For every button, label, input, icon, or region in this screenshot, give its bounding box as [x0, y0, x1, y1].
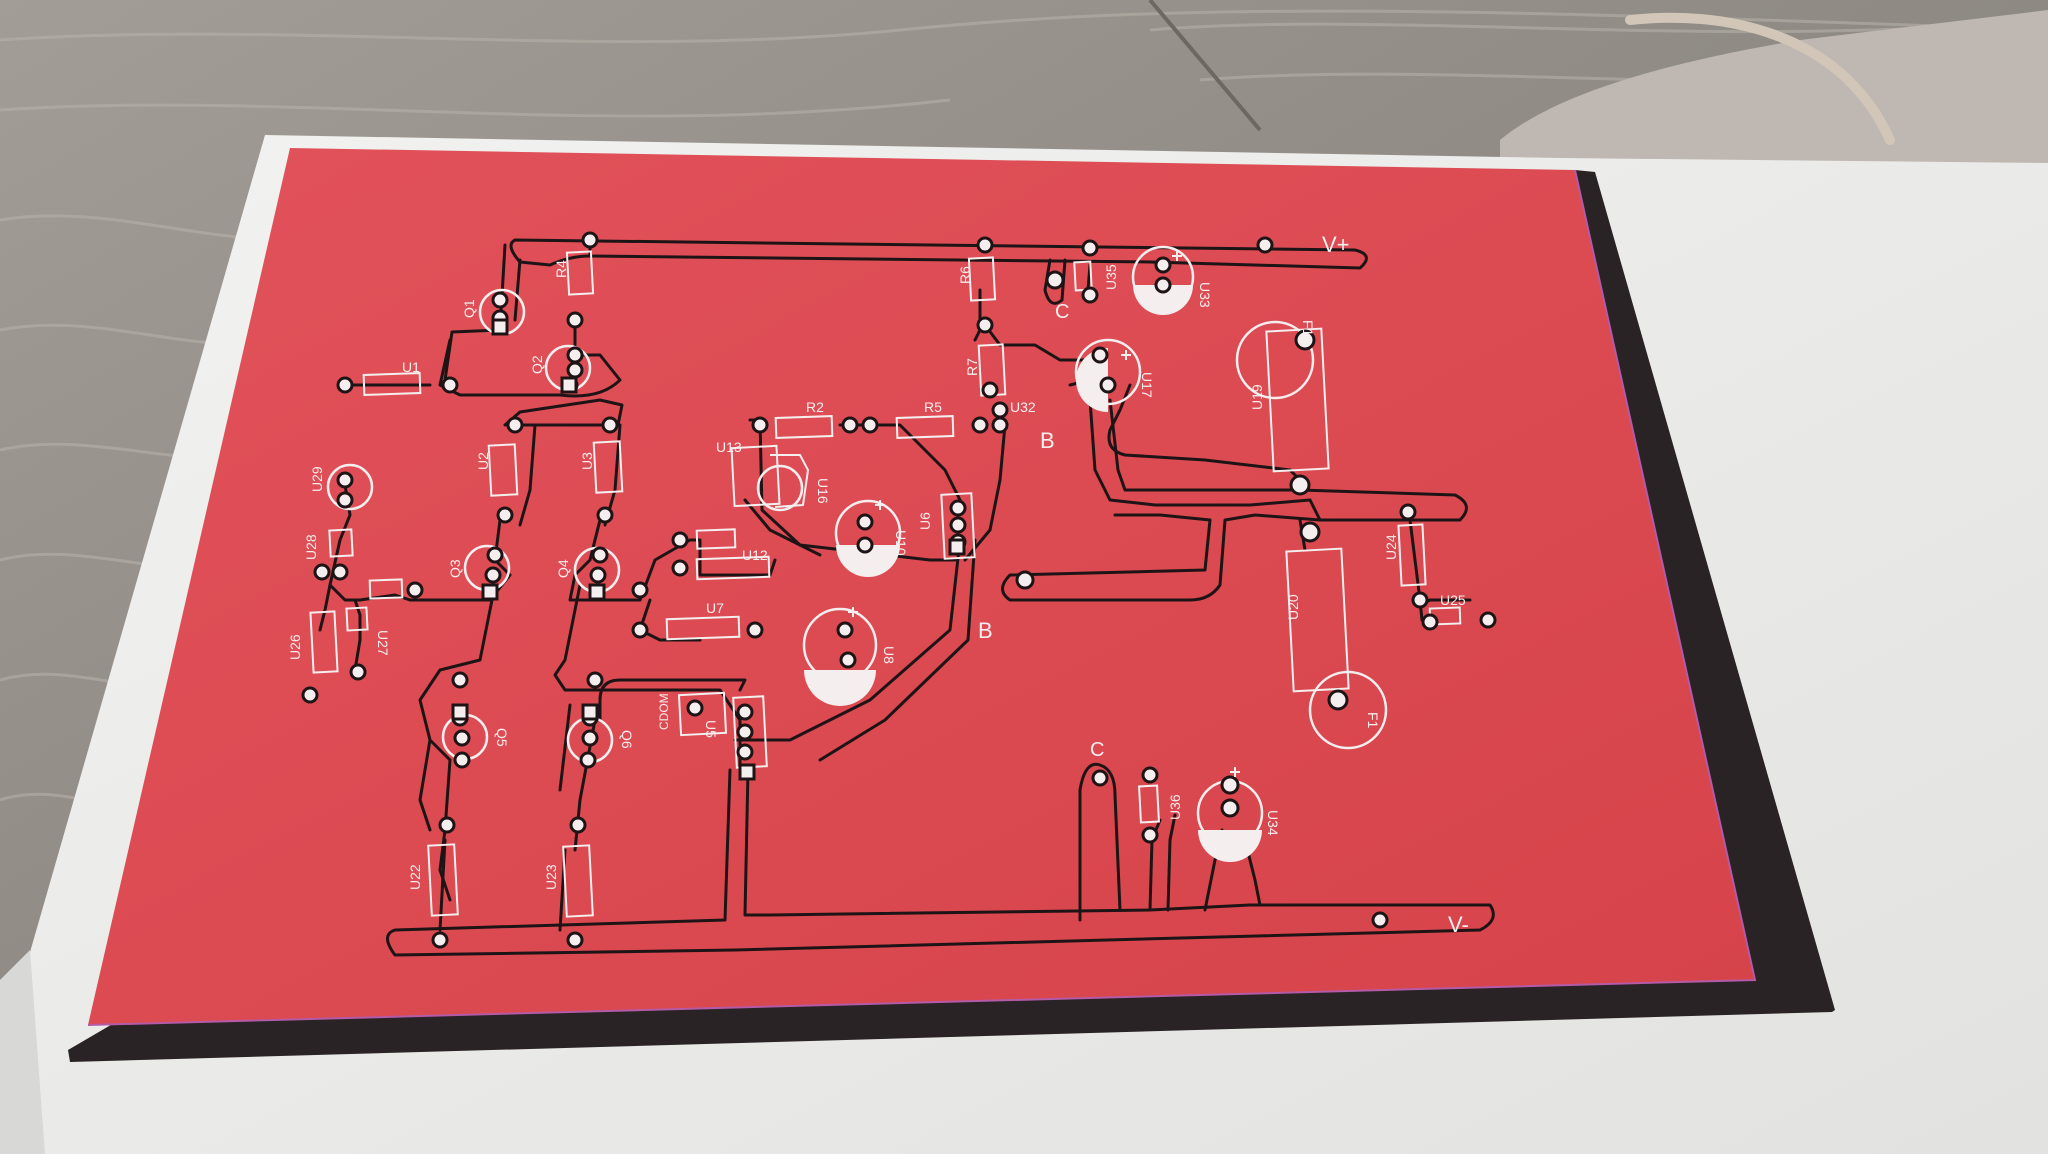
label-u23: U23 — [543, 864, 559, 890]
label-b-upper: B — [1040, 428, 1055, 453]
label-u26: U26 — [287, 634, 303, 660]
label-r2: R2 — [806, 399, 824, 415]
polarity-marks — [848, 251, 1240, 777]
label-q5: Q5 — [494, 728, 510, 747]
label-q4: Q4 — [555, 559, 571, 578]
label-u10: U10 — [893, 530, 909, 556]
board-purple-edge — [87, 169, 1757, 1026]
label-u3: U3 — [579, 452, 595, 470]
label-c-lower: C — [1090, 739, 1104, 761]
label-u28: U28 — [303, 534, 319, 560]
label-u6: U6 — [917, 512, 933, 530]
label-u2: U2 — [475, 452, 491, 470]
label-u20: U20 — [1285, 594, 1301, 620]
label-u13: U13 — [716, 439, 742, 455]
label-u33: U33 — [1197, 282, 1213, 308]
label-u27: U27 — [375, 630, 391, 656]
label-c-upper: C — [1055, 301, 1069, 323]
label-u34: U34 — [1265, 810, 1281, 836]
capacitor-polarity-fills — [804, 285, 1262, 862]
cloth-bag — [1500, 10, 2048, 165]
label-u22: U22 — [407, 864, 423, 890]
bag-string — [1625, 12, 1895, 145]
label-u24: U24 — [1383, 534, 1399, 560]
label-q1: Q1 — [461, 299, 477, 318]
label-q3: Q3 — [447, 559, 463, 578]
square-pads — [451, 318, 966, 781]
label-u32: U32 — [1010, 399, 1036, 415]
label-u25: U25 — [1440, 592, 1466, 608]
label-v-plus: V+ — [1322, 232, 1350, 257]
label-u19: U19 — [1249, 384, 1265, 410]
label-r5: R5 — [924, 399, 942, 415]
label-u17: U17 — [1139, 372, 1155, 398]
label-q6: Q6 — [619, 730, 635, 749]
label-u12: U12 — [742, 547, 768, 563]
label-cdom: CDOM — [657, 693, 671, 730]
silkscreen-layer — [309, 250, 1462, 918]
label-v-minus: V- — [1448, 912, 1469, 937]
pcb-board — [88, 148, 1755, 1025]
label-u36: U36 — [1167, 794, 1183, 820]
wood-plank-seam — [1148, 0, 1262, 132]
label-u8: U8 — [881, 646, 897, 664]
pads — [301, 231, 1497, 949]
label-u5: U5 — [703, 720, 719, 738]
label-u29: U29 — [309, 466, 325, 492]
silkscreen-text: V+ V- B B C C R4 R6 R7 R2 R5 Q1 Q2 Q3 Q4… — [287, 232, 1469, 937]
label-r6: R6 — [957, 266, 973, 284]
label-r7: R7 — [964, 358, 980, 376]
label-q2: Q2 — [529, 355, 545, 374]
label-u7: U7 — [706, 600, 724, 616]
label-f1-bottom: F1 — [1365, 712, 1381, 729]
label-u35: U35 — [1103, 264, 1119, 290]
label-u16: U16 — [815, 478, 831, 504]
label-u1: U1 — [402, 359, 420, 375]
label-r4: R4 — [553, 260, 569, 278]
label-f1-top: F1 — [1300, 320, 1316, 337]
label-b-lower: B — [978, 618, 993, 643]
paper-edge-under — [0, 950, 45, 1154]
